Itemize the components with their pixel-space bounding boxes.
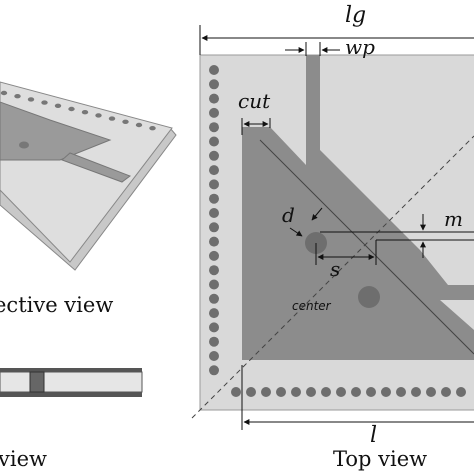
perspective-via-dot — [122, 119, 129, 125]
left-via — [209, 65, 219, 75]
bottom-via — [456, 387, 466, 397]
perspective-via-dot — [108, 116, 116, 121]
dimension-cut — [241, 118, 271, 135]
bottom-via — [276, 387, 286, 397]
perspective-via-row — [0, 90, 156, 131]
shorting-via-lower — [358, 286, 380, 308]
bottom-via — [321, 387, 331, 397]
bottom-via — [426, 387, 436, 397]
left-via — [209, 265, 219, 276]
label-lg: lg — [345, 3, 366, 28]
label-l: l — [370, 423, 377, 448]
bottom-via — [351, 387, 361, 397]
perspective-via-dot — [81, 110, 89, 115]
label-wp: wp — [345, 35, 375, 59]
top-view — [191, 54, 474, 419]
bottom-via — [411, 387, 421, 397]
left-via — [209, 236, 219, 247]
side-strip — [410, 285, 474, 300]
triangular-patch — [242, 127, 474, 360]
perspective-view — [0, 81, 177, 271]
left-via — [209, 150, 219, 161]
left-via — [209, 322, 219, 333]
bottom-via — [366, 387, 376, 397]
bottom-via — [291, 387, 301, 397]
left-via-column — [209, 65, 219, 376]
perspective-via-dot — [41, 100, 48, 105]
bottom-via — [306, 387, 316, 397]
dimension-l — [241, 365, 474, 430]
side-via — [29, 371, 45, 393]
perspective-via-dot — [27, 97, 35, 102]
perspective-via-dot — [135, 122, 143, 128]
label-d: d — [282, 203, 295, 227]
dimension-m — [320, 214, 474, 258]
label-cut: cut — [238, 89, 271, 113]
dimension-lg — [199, 25, 474, 55]
left-via — [209, 165, 219, 176]
bottom-via — [381, 387, 391, 397]
perspective-via-dot — [149, 126, 156, 131]
left-via — [209, 336, 219, 347]
label-center: center — [292, 299, 332, 313]
perspective-feed-line — [61, 152, 132, 183]
left-via — [209, 308, 219, 319]
side-substrate — [0, 371, 143, 393]
bottom-via — [336, 387, 346, 397]
left-via — [209, 193, 219, 204]
feed-line — [306, 55, 320, 165]
dimension-s — [315, 240, 377, 265]
left-via — [209, 79, 219, 90]
left-via — [209, 222, 219, 233]
left-via — [209, 279, 219, 290]
diagonal-dashed-line — [191, 135, 474, 419]
diagonal-dashed-line-2 — [259, 139, 474, 355]
patch-cutout — [440, 300, 474, 330]
perspective-via-dot — [14, 94, 21, 99]
dimension-wp — [285, 42, 340, 56]
left-via — [209, 107, 219, 118]
side-ground — [0, 392, 142, 397]
left-via — [209, 208, 219, 218]
label-m: m — [444, 207, 463, 231]
side-top-metal — [0, 368, 142, 372]
perspective-caption: ective view — [0, 293, 113, 317]
top-caption: Top view — [333, 447, 427, 471]
bottom-via — [396, 387, 406, 397]
bottom-via — [441, 387, 451, 397]
label-s: s — [330, 257, 340, 281]
left-via — [209, 122, 219, 133]
perspective-via-dot — [95, 113, 102, 118]
bottom-via — [231, 387, 241, 397]
bottom-via — [261, 387, 271, 397]
side-caption: view — [0, 447, 47, 471]
left-via — [209, 93, 219, 104]
side-view — [0, 368, 143, 397]
perspective-via — [19, 141, 29, 149]
left-via — [209, 351, 219, 361]
perspective-via-dot — [0, 90, 8, 96]
left-via — [209, 293, 219, 304]
left-via — [209, 136, 219, 147]
left-via — [209, 365, 219, 376]
bottom-via-row — [231, 387, 466, 397]
bottom-via — [246, 387, 256, 397]
perspective-via-dot — [54, 103, 62, 109]
dimension-d — [289, 207, 323, 237]
left-via — [209, 250, 219, 261]
left-via — [209, 179, 219, 190]
perspective-via-dot — [68, 106, 75, 112]
